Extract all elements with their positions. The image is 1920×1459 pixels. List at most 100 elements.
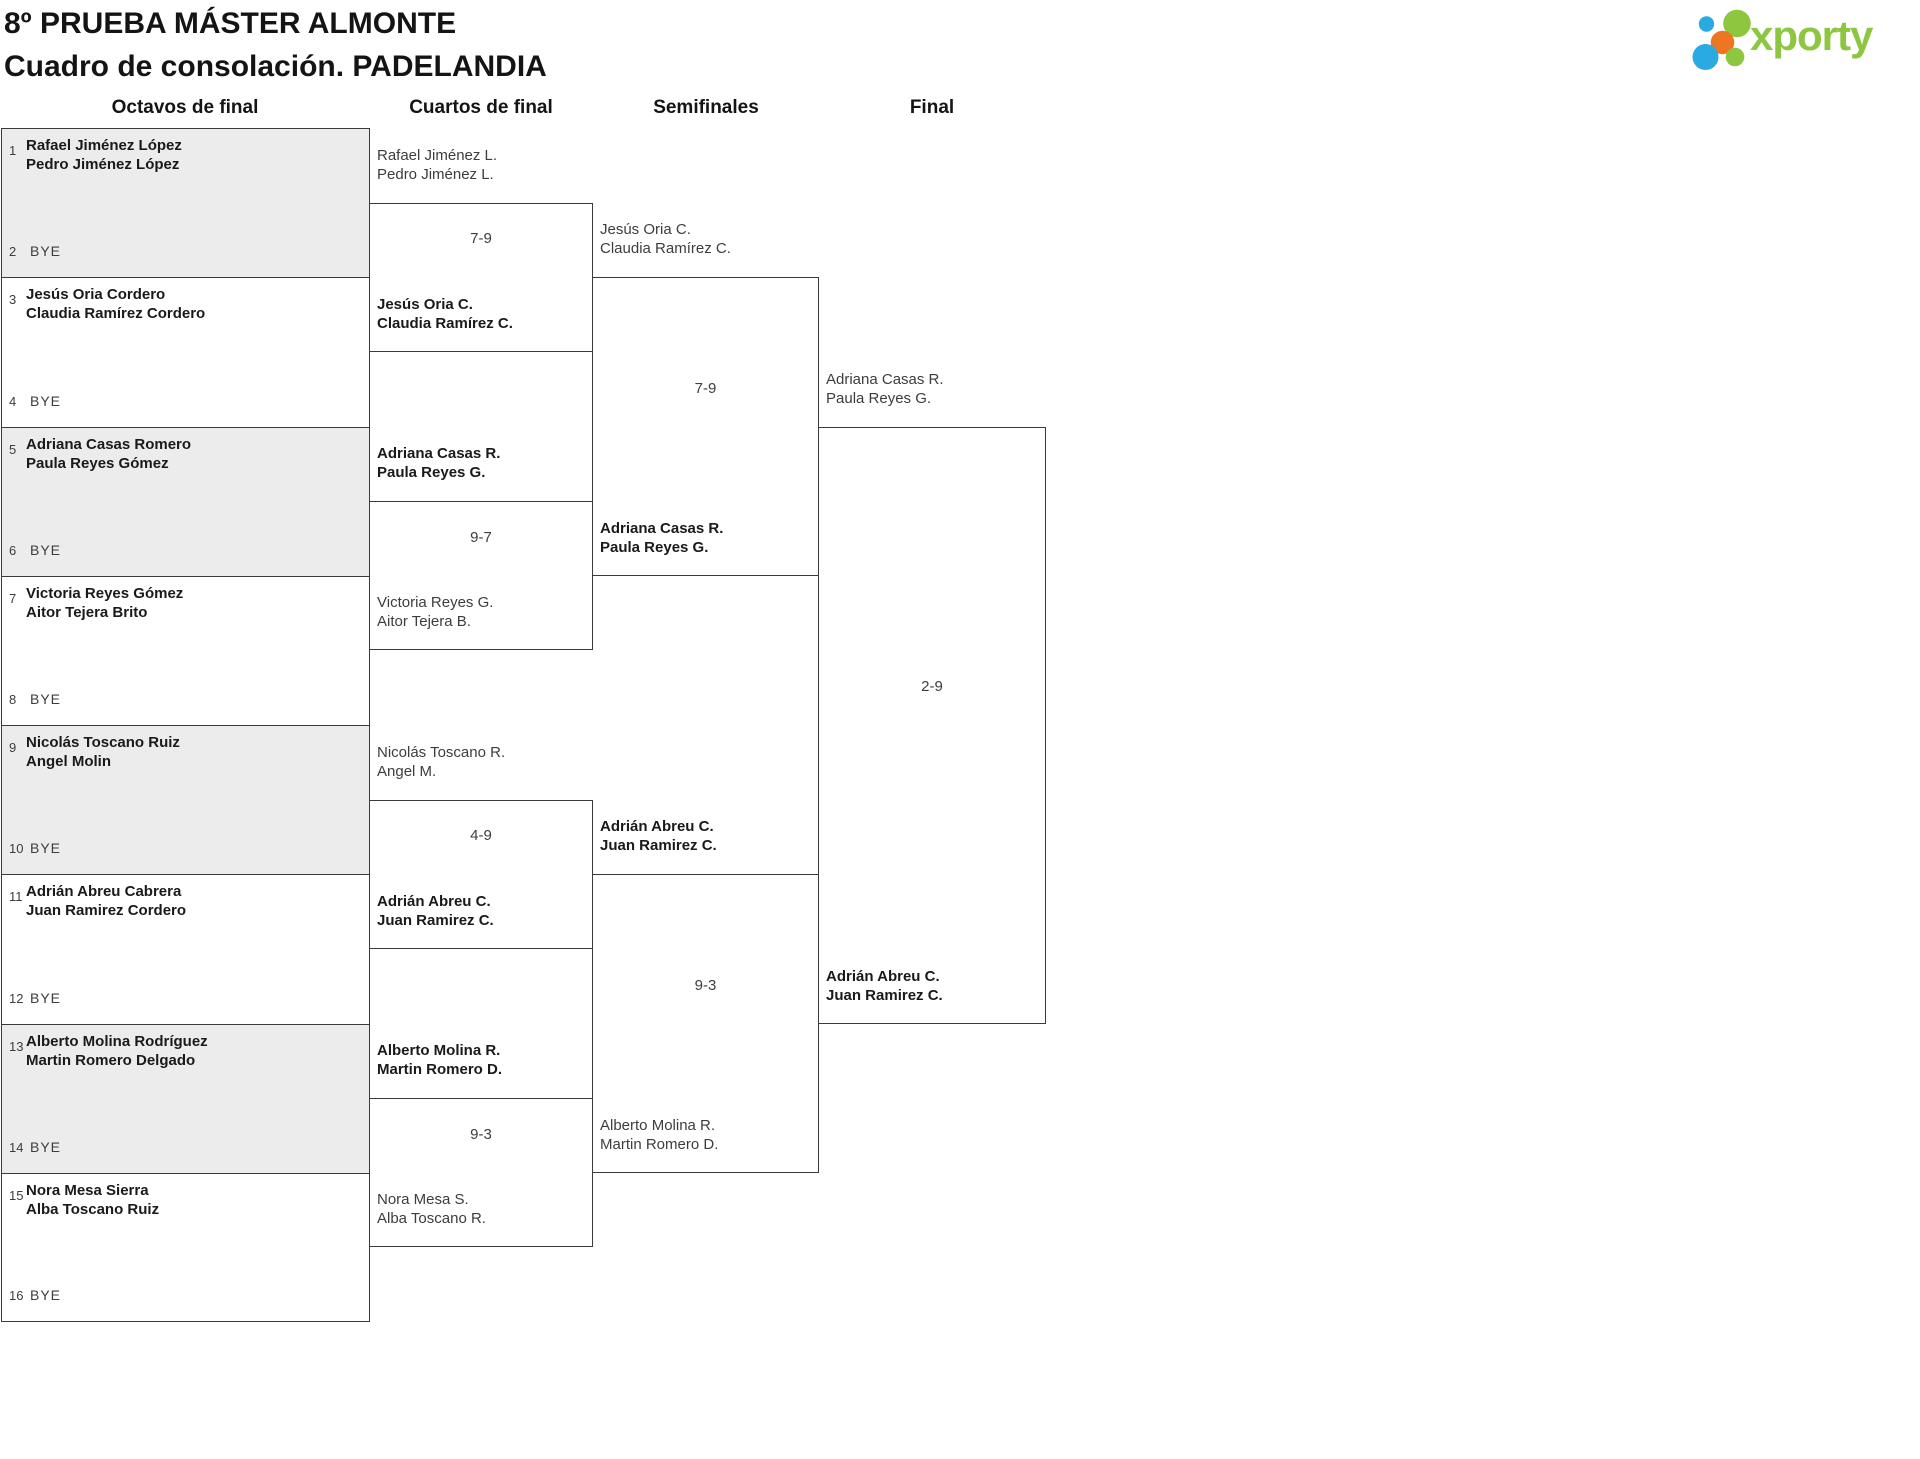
- seed-number: 11: [9, 889, 23, 905]
- team-name-line: Alberto Molina R.: [377, 1042, 501, 1060]
- team-name-line: Alberto Molina R.: [600, 1116, 716, 1134]
- team-name-line: Paula Reyes Gómez: [26, 454, 169, 472]
- team-name-line: Martin Romero D.: [377, 1061, 503, 1079]
- seed-number: 14: [9, 1139, 24, 1155]
- team-name-line: Paula Reyes G.: [377, 464, 486, 482]
- team-label: Rafael Jiménez L.Pedro Jiménez L.: [377, 146, 497, 184]
- team-label: Jesús Oria C.Claudia Ramírez C.: [377, 295, 513, 333]
- team-name-line: Aitor Tejera Brito: [26, 603, 148, 621]
- team-name-line: Alba Toscano Ruiz: [26, 1200, 160, 1218]
- bye-row: 16 BYE: [9, 1286, 61, 1305]
- team-name-line: Martin Romero Delgado: [26, 1051, 196, 1069]
- bye-label: BYE: [30, 989, 62, 1006]
- team-name-line: Adriana Casas R.: [826, 370, 944, 388]
- match-score: 9-7: [470, 528, 492, 546]
- team-name-line: Paula Reyes G.: [826, 389, 932, 407]
- bye-row: 12 BYE: [9, 989, 61, 1008]
- team-name-line: Claudia Ramírez C.: [377, 314, 513, 332]
- team-name-line: Adrián Abreu C.: [600, 818, 714, 836]
- xporty-logo-text: xporty: [1750, 12, 1873, 59]
- bye-label: BYE: [30, 1138, 62, 1155]
- seed-number: 2: [9, 244, 17, 260]
- bye-label: BYE: [30, 541, 62, 558]
- title-line-1: 8º PRUEBA MÁSTER ALMONTE: [4, 7, 457, 40]
- team-name-line: Nicolás Toscano R.: [377, 743, 506, 761]
- team-name-line: Nora Mesa Sierra: [26, 1181, 149, 1199]
- page-title: 8º PRUEBA MÁSTER ALMONTE Cuadro de conso…: [4, 2, 547, 88]
- seed-number: 9: [9, 740, 17, 755]
- match-score: 4-9: [470, 827, 492, 845]
- round-header-cuartos: Cuartos de final: [409, 97, 553, 118]
- team-label: Adriana Casas R.Paula Reyes G.: [600, 519, 723, 557]
- team-name-line: Jesús Oria C.: [377, 295, 473, 313]
- team-name-line: Juan Ramirez C.: [600, 837, 717, 855]
- team-name-line: Rafael Jiménez López: [26, 137, 182, 154]
- team-name-line: Pedro Jiménez López: [26, 156, 180, 173]
- team-name-line: Claudia Ramírez C.: [600, 240, 731, 258]
- team-name-line: Adrián Abreu C.: [377, 892, 491, 910]
- round-header-semifinales: Semifinales: [653, 97, 759, 118]
- team-label: Adrián Abreu C.Juan Ramirez C.: [600, 817, 717, 855]
- title-line-2: Cuadro de consolación. PADELANDIA: [4, 50, 547, 83]
- team-label: Adrián Abreu C.Juan Ramirez C.: [826, 967, 943, 1005]
- team-name-line: Claudia Ramírez Cordero: [26, 305, 206, 323]
- xporty-logo[interactable]: xporty: [1690, 8, 1920, 74]
- team-label: Victoria Reyes G.Aitor Tejera B.: [377, 593, 493, 631]
- team-label: Alberto Molina R.Martin Romero D.: [377, 1041, 502, 1079]
- match-score: 9-3: [470, 1125, 492, 1143]
- team-name-line: Adriana Casas Romero: [26, 435, 192, 453]
- team-label: Jesús Oria C.Claudia Ramírez C.: [600, 220, 731, 258]
- round-header-final: Final: [909, 97, 955, 118]
- quarterfinal-match-box: [369, 1098, 593, 1248]
- seed-number: 12: [9, 990, 24, 1006]
- team-label: Adriana Casas R.Paula Reyes G.: [377, 444, 500, 482]
- team-name-line: Nora Mesa S.: [377, 1191, 469, 1209]
- team-name-line: Martin Romero D.: [600, 1135, 719, 1153]
- team-name-line: Paula Reyes G.: [600, 538, 709, 556]
- team-label: Nicolás Toscano R.Angel M.: [377, 743, 505, 781]
- final-match-box: [818, 426, 1046, 1024]
- team-name-line: Adriana Casas R.: [600, 519, 724, 537]
- team-name-line: Pedro Jiménez L.: [377, 165, 494, 183]
- team-name-line: Juan Ramirez C.: [377, 911, 494, 929]
- seed-number: 16: [9, 1288, 24, 1303]
- team-name-line: Alba Toscano R.: [377, 1210, 486, 1228]
- match-score: 9-3: [694, 976, 717, 994]
- seed-number: 5: [9, 441, 17, 457]
- round-header-octavos: Octavos de final: [111, 97, 259, 118]
- seed-number: 7: [9, 590, 17, 606]
- match-score: 7-9: [694, 379, 717, 397]
- team-name-line: Alberto Molina Rodríguez: [26, 1032, 208, 1050]
- team-name-line: Victoria Reyes Gómez: [26, 584, 184, 602]
- team-name-line: Adrián Abreu C.: [826, 967, 940, 985]
- bye-label: BYE: [30, 840, 62, 857]
- team-name-line: Nicolás Toscano Ruiz: [26, 734, 180, 751]
- seed-number: 15: [9, 1187, 24, 1203]
- team-label: Adrián Abreu C.Juan Ramirez C.: [377, 892, 494, 930]
- bye-label: BYE: [30, 1287, 62, 1303]
- team-name-line: Adrián Abreu Cabrera: [26, 883, 182, 901]
- seed-number: 8: [9, 692, 17, 707]
- match-score: 2-9: [921, 678, 943, 695]
- team-name-line: Jesús Oria C.: [600, 221, 691, 239]
- bye-label: BYE: [30, 243, 62, 260]
- team-name-line: Jesús Oria Cordero: [26, 286, 166, 304]
- team-name-line: Angel M.: [377, 762, 437, 780]
- bye-row: 14 BYE: [9, 1138, 61, 1157]
